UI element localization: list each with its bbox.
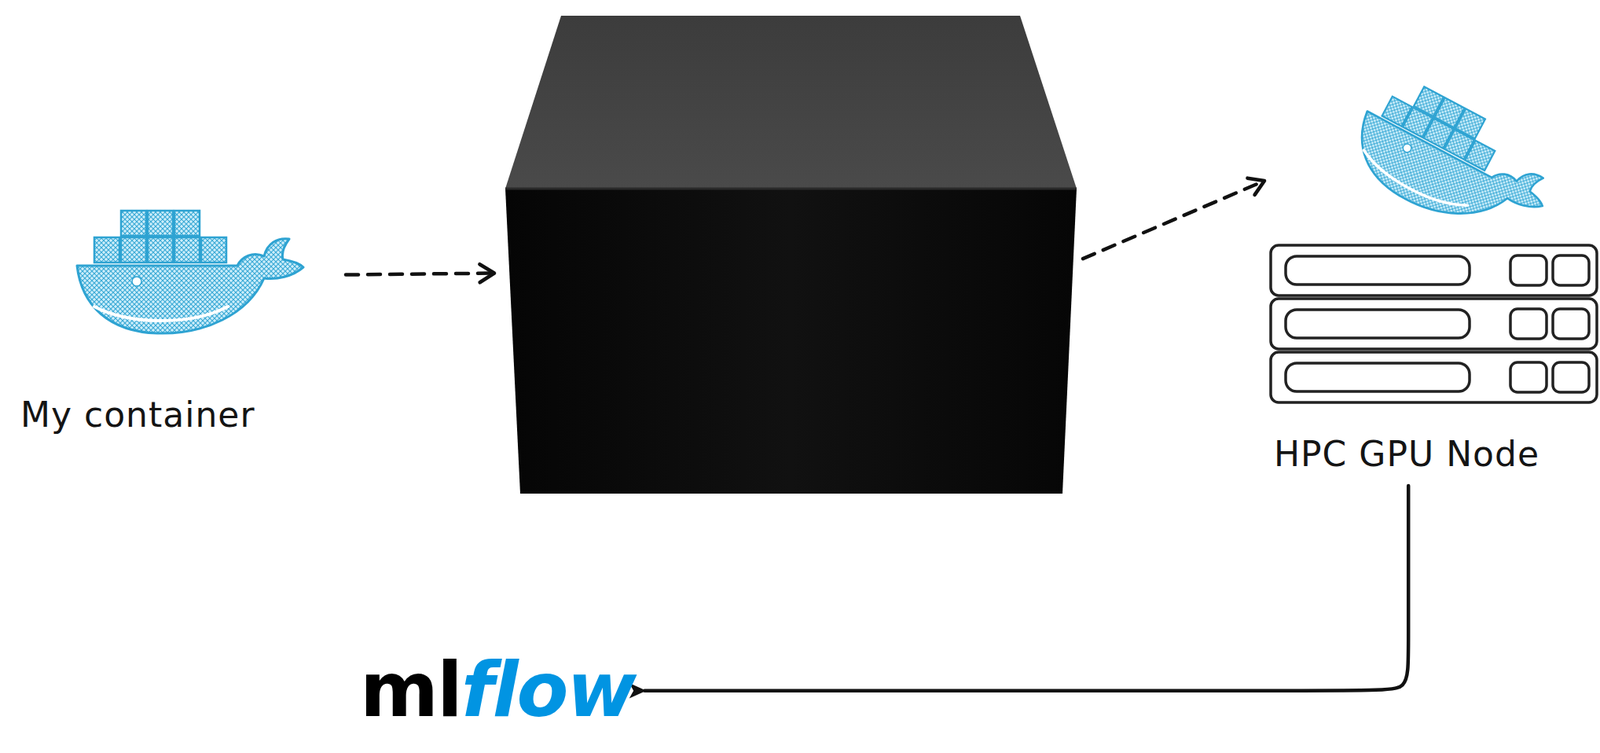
server-rack: [1270, 245, 1597, 403]
box-top-face: [505, 15, 1077, 189]
black-box: [505, 12, 1077, 496]
container-node: My container: [15, 200, 323, 441]
dashed-arrow: [345, 273, 495, 276]
dashed-arrow: [1082, 180, 1265, 259]
node-label: HPC GPU Node: [1269, 434, 1543, 480]
logo-text: mlflow: [359, 649, 635, 733]
docker-whale: [1339, 68, 1566, 257]
box-edge: [505, 187, 1077, 191]
mlflow-logo: mlflow: [359, 649, 639, 733]
docker-whale: [77, 210, 304, 334]
box-shape: [505, 12, 1077, 496]
node-label: My container: [15, 395, 258, 441]
box-front-face: [505, 188, 1077, 494]
solid-arrow: [644, 485, 1409, 691]
gpu-node: HPC GPU Node: [1269, 86, 1596, 480]
